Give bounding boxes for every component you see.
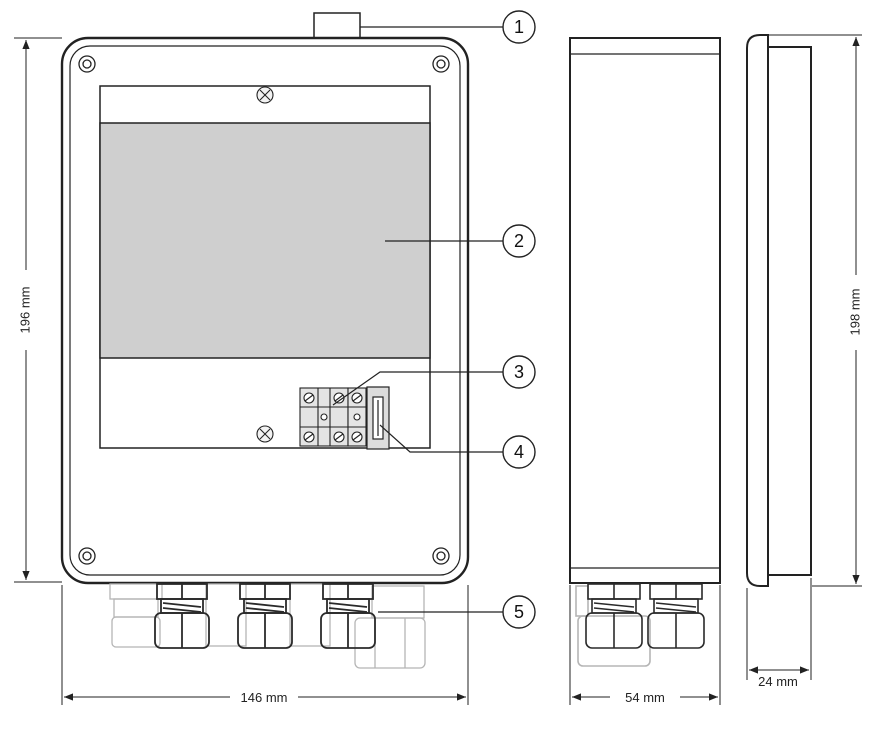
top-connector <box>313 12 361 41</box>
board-screw-top <box>256 86 274 104</box>
display-panel <box>99 122 431 359</box>
dim-label-profile-height: 198 mm <box>847 289 862 336</box>
corner-screws <box>78 55 450 565</box>
front-view <box>60 12 470 669</box>
profile-body <box>767 46 812 576</box>
housing-inner <box>69 45 461 576</box>
callout-2: 2 <box>514 231 524 251</box>
dim-label-side-width: 54 mm <box>625 690 665 705</box>
cable-glands-front <box>109 583 426 669</box>
side-housing <box>569 37 721 584</box>
board-screw-bottom <box>256 425 274 443</box>
dim-label-front-width: 146 mm <box>241 690 288 705</box>
fuse-holder <box>366 386 390 450</box>
dim-label-front-height: 196 mm <box>17 287 32 334</box>
profile-cover <box>746 34 769 587</box>
callout-badges <box>502 10 536 629</box>
callout-4: 4 <box>514 442 524 462</box>
side-view <box>569 37 721 667</box>
dimension-lines <box>14 34 862 705</box>
callout-3: 3 <box>514 362 524 382</box>
cable-glands-side <box>575 583 705 667</box>
terminal-block <box>299 387 367 447</box>
callout-leaders <box>332 26 503 613</box>
callout-1: 1 <box>514 17 524 37</box>
dim-label-profile-depth: 24 mm <box>758 674 798 689</box>
callout-5: 5 <box>514 602 524 622</box>
profile-view <box>746 34 812 587</box>
